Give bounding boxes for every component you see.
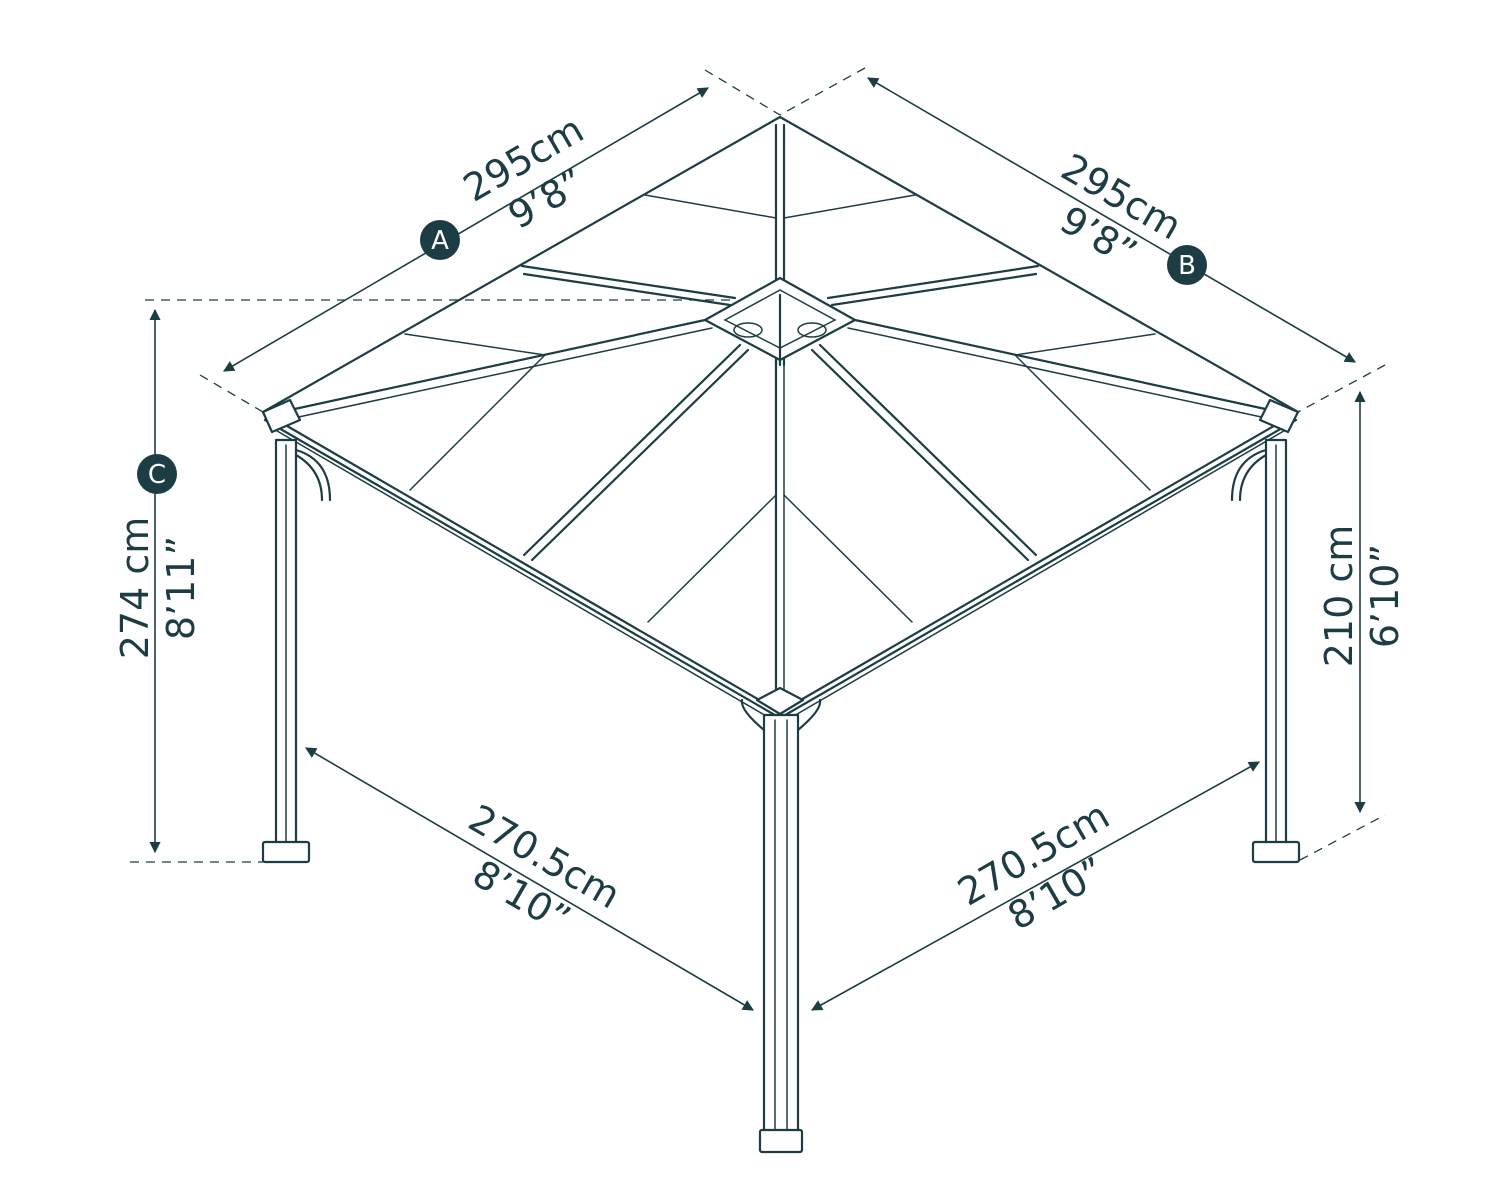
rib-6 [1014, 354, 1151, 491]
badge-a-label: A [431, 226, 449, 256]
hub-detail-left [733, 322, 763, 338]
foot-front [758, 1128, 804, 1154]
label-front-left: 270.5cm 8’10” [461, 796, 627, 942]
rib-8 [783, 494, 913, 623]
rafter-right-2 [847, 327, 1267, 419]
badge-c-label: C [148, 460, 166, 490]
corner-cap-left [261, 398, 302, 434]
ext-side-bottom [1299, 814, 1386, 861]
arrow-front-right [811, 761, 1260, 1011]
roof-eave-front [263, 418, 1298, 720]
beam-lower-left [522, 343, 742, 557]
ext-b-top [779, 67, 866, 116]
bracket-right [1230, 448, 1268, 502]
foot-right [1251, 840, 1301, 864]
dimension-arrows [149, 77, 1366, 1011]
corner-cap-front [755, 686, 805, 716]
gazebo-posts [261, 438, 1301, 1154]
label-a: 295cm 9’8” [456, 107, 592, 238]
badge-c: C [137, 454, 177, 494]
label-side-height: 210 cm 6’10” [1317, 525, 1407, 668]
rib-3 [404, 333, 546, 356]
ext-b-right [1297, 364, 1386, 413]
rafter-right [853, 318, 1272, 412]
beam-upper-left [520, 264, 737, 300]
bracket-left [294, 448, 332, 502]
ext-a-left [199, 374, 264, 413]
label-side-height-metric: 210 cm [1317, 525, 1361, 668]
post-front [762, 713, 800, 1137]
foot-left [261, 840, 311, 864]
rib-7 [647, 494, 777, 623]
hub-detail-right [797, 322, 827, 338]
arrow-a [223, 87, 709, 372]
bracket-front [740, 698, 822, 732]
rib-5 [1014, 333, 1156, 356]
rib-4 [409, 354, 546, 491]
badge-a: A [420, 220, 460, 260]
rafter-left-2 [293, 327, 713, 419]
label-front-right: 270.5cm 8’10” [950, 793, 1116, 939]
rib-2 [783, 194, 916, 219]
arrow-front-left [305, 747, 754, 1011]
corner-cap-right [1258, 398, 1300, 434]
badge-b: B [1167, 245, 1207, 285]
badge-b-label: B [1178, 251, 1196, 281]
rib-1 [644, 194, 777, 219]
rafter-left [288, 318, 707, 412]
label-side-height-imperial: 6’10” [1363, 544, 1407, 648]
beam-lower-right [818, 343, 1038, 557]
ext-a-top [704, 69, 781, 116]
beam-upper-right [826, 264, 1040, 300]
label-b: 295cm 9’8” [1053, 145, 1189, 276]
roof-eave-front-inner [271, 427, 1290, 725]
beam-upper-right-2 [830, 272, 1038, 307]
beam-lower-right-2 [810, 348, 1030, 562]
label-c: 274 cm 8’11” [113, 517, 203, 660]
label-c-imperial: 8’11” [159, 536, 203, 640]
label-c-metric: 274 cm [113, 517, 157, 660]
beam-lower-left-2 [530, 348, 750, 562]
arrow-b [867, 77, 1356, 363]
